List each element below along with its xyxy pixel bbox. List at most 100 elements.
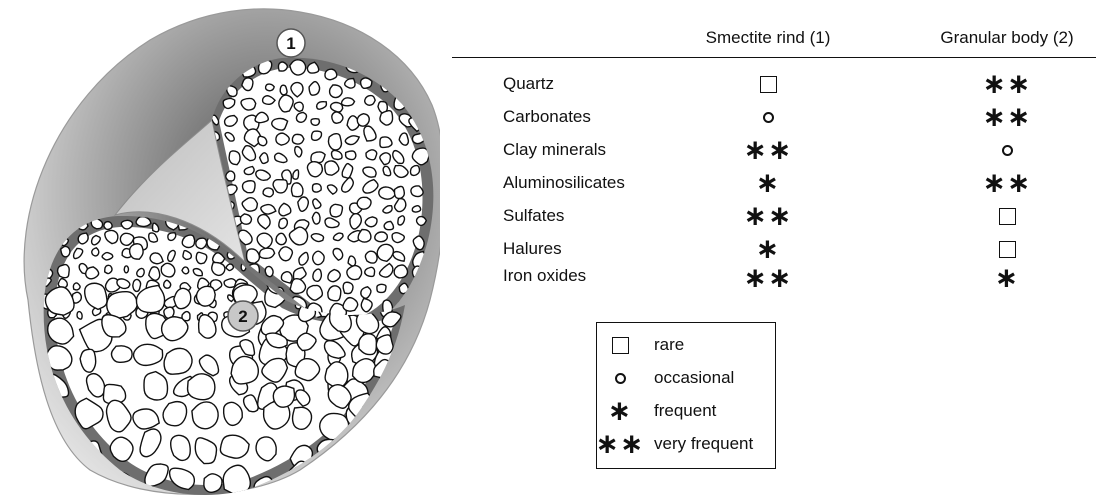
grain — [196, 238, 207, 249]
rind-cell: ∗∗ — [748, 136, 788, 164]
grain — [361, 287, 371, 299]
grain — [260, 248, 275, 258]
grain — [417, 217, 427, 226]
grain — [136, 217, 151, 227]
legend-label: frequent — [654, 401, 716, 421]
grain — [197, 286, 216, 306]
grain — [133, 279, 141, 291]
grain — [212, 263, 225, 276]
grain — [279, 247, 293, 261]
body-cell — [987, 136, 1027, 164]
grain — [182, 235, 194, 247]
grain — [341, 98, 354, 106]
grain — [105, 265, 112, 273]
grain — [164, 348, 192, 374]
header-rule — [452, 57, 1096, 58]
rind-cell: ∗ — [748, 235, 788, 263]
grain — [226, 264, 233, 271]
rare-symbol-icon — [597, 331, 643, 359]
row-label: Clay minerals — [503, 140, 606, 160]
grain — [133, 409, 159, 429]
row-label: Quartz — [503, 74, 554, 94]
body-cell: ∗∗ — [987, 169, 1027, 197]
grain — [258, 136, 267, 145]
grain — [313, 184, 322, 192]
grain — [242, 78, 253, 91]
grain — [192, 402, 218, 429]
double-asterisk-icon: ∗∗ — [983, 169, 1032, 197]
double-asterisk-icon: ∗∗ — [744, 136, 793, 164]
grain — [134, 344, 163, 365]
column-header-granular-body: Granular body (2) — [940, 28, 1073, 48]
grain — [375, 232, 388, 242]
legend-item-frequent: ∗ frequent — [597, 397, 775, 425]
double-asterisk-icon: ∗∗ — [983, 103, 1032, 131]
row-label: Sulfates — [503, 206, 564, 226]
grain — [359, 334, 377, 355]
grain — [384, 221, 393, 229]
rind-cell: ∗∗ — [748, 264, 788, 292]
rind-cell — [748, 103, 788, 131]
legend-label: occasional — [654, 368, 734, 388]
body-cell — [987, 235, 1027, 263]
grain — [111, 346, 132, 362]
grain — [263, 188, 273, 197]
grain — [168, 233, 176, 241]
grain — [48, 469, 73, 496]
double-asterisk-icon: ∗∗ — [744, 264, 793, 292]
grain — [61, 246, 70, 256]
grain — [278, 62, 287, 71]
column-header-smectite-rind: Smectite rind (1) — [706, 28, 831, 48]
grain — [86, 267, 99, 279]
callout-rind-marker: 1 — [277, 29, 305, 57]
grain — [241, 98, 256, 110]
grain — [345, 79, 355, 89]
grain — [121, 220, 132, 229]
grain — [357, 114, 369, 126]
grain — [375, 465, 391, 484]
composition-table: Smectite rind (1) Granular body (2) Quar… — [452, 28, 1099, 298]
asterisk-icon: ∗ — [756, 235, 780, 263]
occasional-symbol-icon — [597, 364, 643, 392]
legend-label: very frequent — [654, 434, 753, 454]
grain — [347, 266, 362, 280]
grain — [380, 137, 392, 147]
grain — [358, 230, 371, 243]
row-label: Carbonates — [503, 107, 591, 127]
grain — [411, 186, 423, 197]
grain — [343, 282, 353, 293]
grain — [229, 151, 240, 165]
callout-rind-number: 1 — [286, 34, 295, 53]
legend-item-rare: rare — [597, 331, 775, 359]
grain — [280, 85, 287, 95]
grain — [361, 299, 372, 312]
grain — [130, 244, 144, 259]
grain — [332, 112, 343, 123]
grain — [365, 96, 375, 106]
grain — [78, 233, 88, 244]
asterisk-icon: ∗ — [756, 169, 780, 197]
grain — [394, 186, 404, 198]
grain — [161, 263, 175, 277]
grain — [346, 443, 367, 465]
grain — [361, 78, 372, 88]
double-asterisk-icon: ∗∗ — [983, 70, 1032, 98]
legend-label: rare — [654, 335, 684, 355]
grain — [312, 461, 339, 490]
square-icon — [612, 337, 629, 354]
grain — [276, 133, 289, 145]
double-asterisk-icon: ∗∗ — [596, 430, 645, 458]
grain — [343, 298, 358, 312]
grain — [188, 374, 215, 400]
grain — [92, 248, 99, 256]
grain — [394, 265, 407, 278]
grain — [377, 284, 386, 292]
square-icon — [999, 241, 1016, 258]
rind-cell: ∗∗ — [748, 202, 788, 230]
grain — [346, 151, 356, 160]
grain — [104, 222, 112, 230]
grain — [260, 153, 269, 164]
rind-cell — [748, 70, 788, 98]
very-frequent-symbol-icon: ∗∗ — [597, 430, 643, 458]
grain — [242, 181, 255, 193]
